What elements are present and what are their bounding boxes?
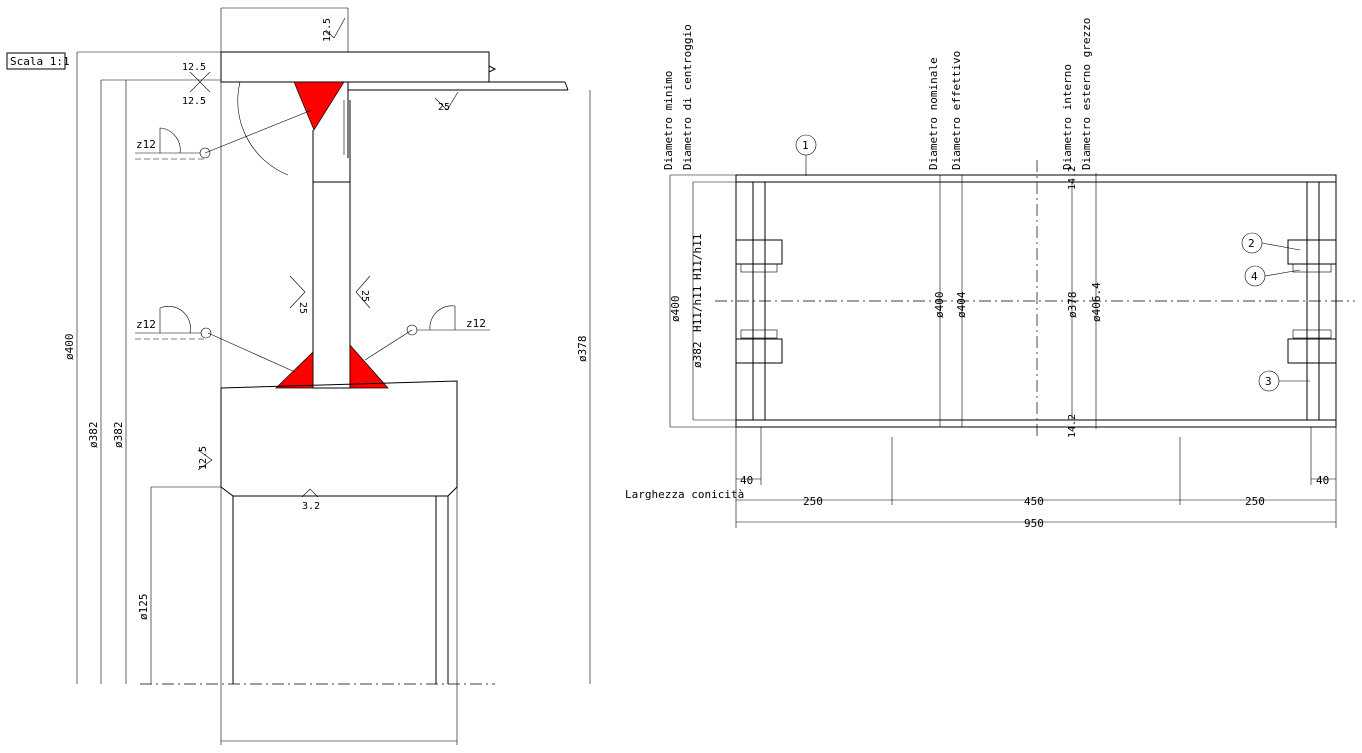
web-plate bbox=[312, 181, 351, 389]
header-raw-external-diameter: Diametro esterno grezzo bbox=[1080, 18, 1093, 170]
weld-label-top: z12 bbox=[136, 138, 156, 151]
drum-view: Diametro minimo Diametro di centroggio D… bbox=[625, 18, 1355, 530]
svg-text:3.2: 3.2 bbox=[302, 501, 320, 512]
svg-text:4: 4 bbox=[1251, 270, 1258, 283]
dim-drum-fit-a: H11/h11 bbox=[691, 234, 704, 280]
svg-text:1: 1 bbox=[802, 139, 809, 152]
dim-overall: 950 bbox=[1024, 517, 1044, 530]
balloon-2: 2 bbox=[1241, 232, 1301, 254]
shell-top bbox=[735, 174, 1337, 183]
weld-label-bottom-left: z12 bbox=[136, 318, 156, 331]
weld-top bbox=[293, 81, 345, 131]
end-disc-right bbox=[1287, 181, 1337, 421]
end-disc-left bbox=[735, 181, 783, 421]
dim-c404: ø404 bbox=[955, 291, 968, 318]
dim-d125: ø125 bbox=[137, 594, 150, 621]
weld-label-bottom-right: z12 bbox=[466, 317, 486, 330]
balloon-4: 4 bbox=[1244, 265, 1301, 287]
header-centering-diameter: Diametro di centroggio bbox=[681, 24, 694, 170]
svg-text:25: 25 bbox=[297, 302, 308, 314]
hub bbox=[220, 380, 458, 497]
balloon-1: 1 bbox=[795, 134, 817, 176]
roughness-top: 12.5 bbox=[322, 17, 346, 42]
scale-label: Scala 1:1 bbox=[10, 55, 70, 68]
balloon-3: 3 bbox=[1258, 370, 1310, 392]
dim-wall-bottom: 14.2 bbox=[1067, 414, 1078, 438]
svg-text:25: 25 bbox=[438, 102, 450, 113]
weld-bottom-right bbox=[349, 344, 389, 389]
svg-text:25: 25 bbox=[359, 290, 370, 302]
weld-bottom-left bbox=[275, 351, 314, 389]
scale-box bbox=[6, 52, 66, 70]
svg-text:12.5: 12.5 bbox=[182, 62, 206, 73]
svg-text:12.5: 12.5 bbox=[322, 18, 333, 42]
taper-label: Larghezza conicità bbox=[625, 488, 744, 501]
dim-d400-left: ø400 bbox=[63, 334, 76, 361]
roughness-flange-left: 12.5 12.5 bbox=[182, 62, 211, 107]
dim-d378: ø378 bbox=[576, 336, 589, 363]
header-nominal-diameter: Diametro nominale bbox=[927, 57, 940, 170]
header-internal-diameter: Diametro interno bbox=[1061, 64, 1074, 170]
dim-drum-fit-b: H11/h11 bbox=[691, 286, 704, 332]
dim-taper-right: 40 bbox=[1316, 474, 1329, 487]
svg-text:12.5: 12.5 bbox=[198, 446, 209, 470]
svg-text:12.5: 12.5 bbox=[182, 96, 206, 107]
header-min-diameter: Diametro minimo bbox=[662, 71, 675, 170]
dim-drum-d400: ø400 bbox=[669, 296, 682, 323]
dim-c378: ø378 bbox=[1066, 292, 1079, 319]
svg-text:3: 3 bbox=[1265, 375, 1272, 388]
dim-seg-right: 250 bbox=[1245, 495, 1265, 508]
header-effective-diameter: Diametro effettivo bbox=[950, 51, 963, 170]
top-flange bbox=[220, 51, 490, 83]
dim-seg-left: 250 bbox=[803, 495, 823, 508]
dim-taper-left: 40 bbox=[740, 474, 753, 487]
roughness-web: 25 25 25 bbox=[289, 91, 459, 314]
section-view: Scala 1:1 12.5 12.5 12.5 z12 bbox=[6, 7, 591, 745]
dim-drum-d382: ø382 bbox=[691, 342, 704, 369]
dim-c400: ø400 bbox=[933, 292, 946, 319]
dim-d382b: ø382 bbox=[112, 422, 125, 449]
dim-c406: ø406.4 bbox=[1090, 282, 1103, 322]
roughness-hub: 12.5 3.2 bbox=[197, 446, 320, 512]
dim-seg-mid: 450 bbox=[1024, 495, 1044, 508]
dim-wall-top: 14.2 bbox=[1067, 166, 1078, 190]
dim-d382a: ø382 bbox=[87, 422, 100, 449]
svg-text:2: 2 bbox=[1248, 237, 1255, 250]
shell-bottom bbox=[735, 419, 1337, 428]
